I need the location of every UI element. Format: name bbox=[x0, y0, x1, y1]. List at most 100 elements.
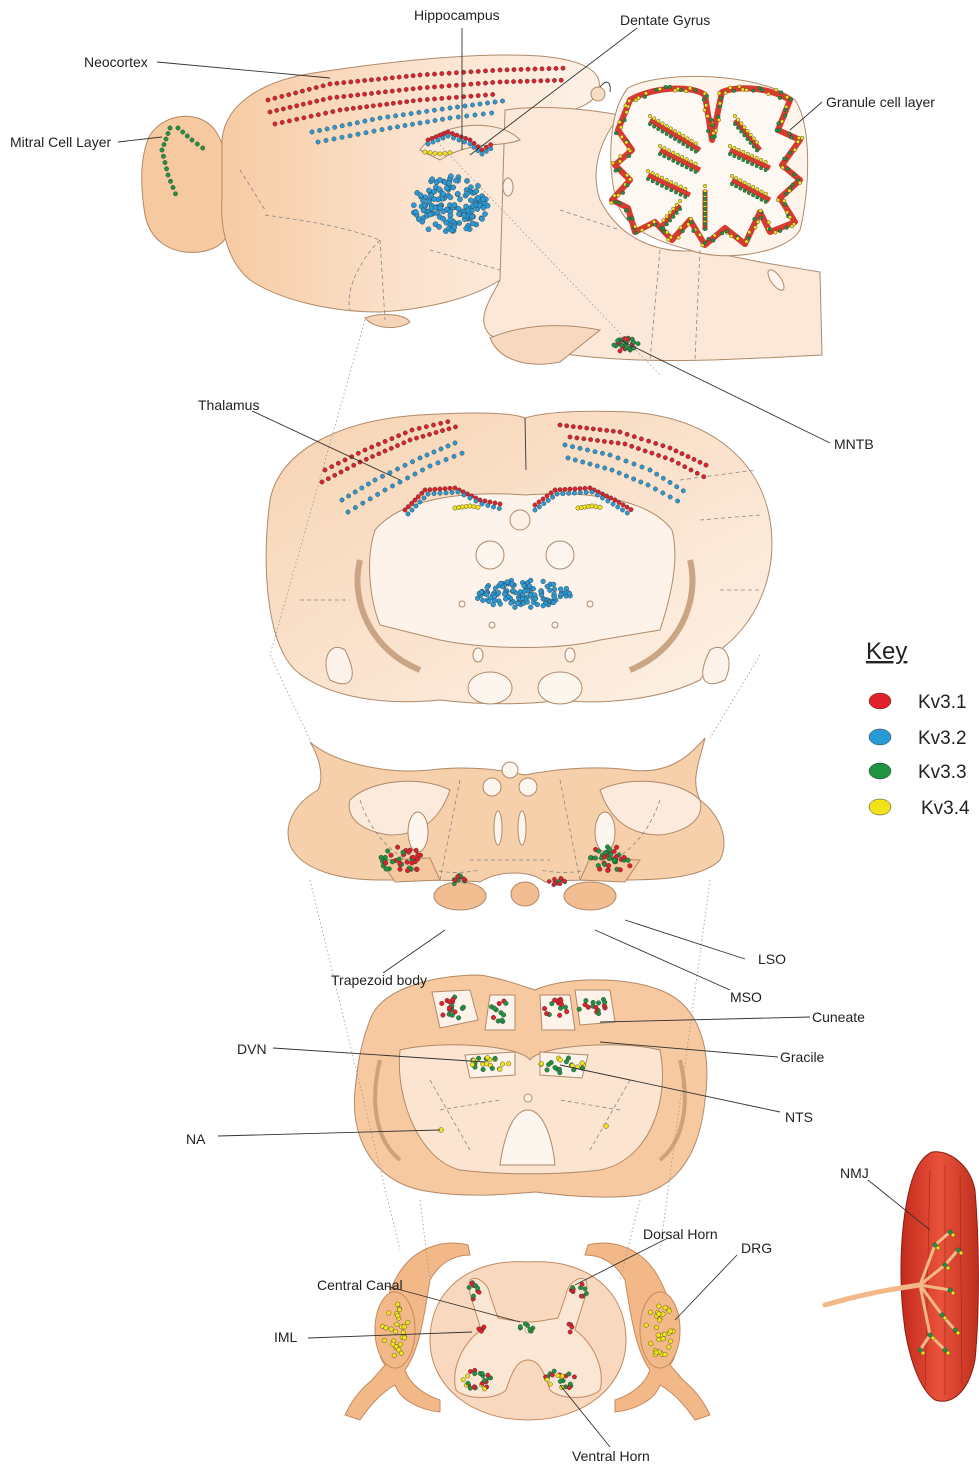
expression-dot bbox=[404, 87, 408, 91]
expression-dot bbox=[703, 202, 707, 206]
expression-dot bbox=[591, 427, 595, 431]
expression-dot bbox=[558, 423, 562, 427]
label-nmj: NMJ bbox=[840, 1165, 869, 1181]
expression-dot bbox=[391, 1342, 396, 1347]
label-hippocampus: Hippocampus bbox=[414, 7, 500, 23]
expression-dot bbox=[484, 149, 488, 153]
legend-label-kv3-4: Kv3.4 bbox=[921, 798, 970, 819]
expression-dot bbox=[433, 487, 437, 491]
label-lso: LSO bbox=[758, 951, 786, 967]
expression-dot bbox=[491, 80, 495, 84]
expression-dot bbox=[676, 153, 680, 157]
expression-dot bbox=[446, 134, 450, 138]
expression-dot bbox=[457, 197, 462, 202]
expression-dot bbox=[741, 88, 745, 92]
expression-dot bbox=[452, 225, 457, 230]
expression-dot bbox=[559, 78, 563, 82]
expression-dot bbox=[785, 95, 789, 99]
expression-dot bbox=[402, 1325, 407, 1330]
expression-dot bbox=[353, 490, 357, 494]
expression-dot bbox=[570, 1285, 574, 1289]
expression-dot bbox=[404, 74, 408, 78]
expression-dot bbox=[578, 446, 582, 450]
expression-dot bbox=[704, 104, 708, 108]
expression-dot bbox=[643, 95, 647, 99]
expression-dot bbox=[704, 463, 708, 467]
expression-dot bbox=[737, 156, 741, 160]
expression-dot bbox=[750, 162, 754, 166]
expression-dot bbox=[650, 451, 654, 455]
expression-dot bbox=[706, 129, 710, 133]
expression-dot bbox=[468, 198, 473, 203]
expression-dot bbox=[480, 148, 484, 152]
expression-dot bbox=[646, 439, 650, 443]
expression-dot bbox=[736, 118, 740, 122]
expression-dot bbox=[432, 450, 436, 454]
expression-dot bbox=[665, 215, 669, 219]
expression-dot bbox=[398, 480, 402, 484]
expression-dot bbox=[680, 163, 684, 167]
expression-dot bbox=[456, 490, 460, 494]
expression-dot bbox=[588, 855, 593, 860]
expression-dot bbox=[753, 217, 757, 221]
expression-dot bbox=[760, 198, 764, 202]
expression-dot bbox=[658, 152, 662, 156]
expression-dot bbox=[931, 1336, 935, 1340]
expression-dot bbox=[662, 230, 666, 234]
expression-dot bbox=[464, 178, 469, 183]
expression-dot bbox=[627, 99, 631, 103]
expression-dot bbox=[796, 140, 800, 144]
expression-dot bbox=[621, 503, 625, 507]
expression-dot bbox=[580, 1282, 584, 1286]
expression-dot bbox=[956, 1331, 960, 1335]
expression-dot bbox=[728, 152, 732, 156]
label-gracile: Gracile bbox=[780, 1049, 825, 1065]
expression-dot bbox=[665, 132, 669, 136]
expression-dot bbox=[455, 191, 460, 196]
expression-dot bbox=[583, 1287, 587, 1291]
expression-dot bbox=[490, 111, 494, 115]
expression-dot bbox=[522, 589, 527, 594]
expression-dot bbox=[431, 423, 435, 427]
expression-dot bbox=[789, 136, 793, 140]
expression-dot bbox=[672, 207, 676, 211]
expression-dot bbox=[552, 78, 556, 82]
expression-dot bbox=[746, 160, 750, 164]
expression-dot bbox=[545, 494, 549, 498]
label-dvn: DVN bbox=[237, 1041, 267, 1057]
expression-dot bbox=[652, 125, 656, 129]
expression-dot bbox=[590, 504, 594, 508]
expression-dot bbox=[759, 209, 763, 213]
expression-dot bbox=[774, 88, 778, 92]
expression-dot bbox=[703, 227, 707, 231]
expression-dot bbox=[185, 134, 189, 138]
expression-dot bbox=[626, 184, 630, 188]
expression-dot bbox=[600, 496, 604, 500]
expression-dot bbox=[633, 225, 637, 229]
expression-dot bbox=[624, 474, 628, 478]
expression-dot bbox=[675, 499, 679, 503]
expression-dot bbox=[648, 114, 652, 118]
expression-dot bbox=[390, 484, 394, 488]
expression-dot bbox=[370, 454, 374, 458]
expression-dot bbox=[675, 485, 679, 489]
expression-dot bbox=[705, 94, 709, 98]
expression-dot bbox=[390, 860, 395, 865]
label-neocortex: Neocortex bbox=[84, 54, 148, 70]
expression-dot bbox=[728, 86, 732, 90]
expression-dot bbox=[742, 150, 746, 154]
expression-dot bbox=[275, 108, 279, 112]
expression-dot bbox=[785, 211, 789, 215]
expression-dot bbox=[411, 87, 415, 91]
expression-dot bbox=[287, 119, 291, 123]
expression-dot bbox=[647, 224, 651, 228]
expression-dot bbox=[739, 179, 743, 183]
expression-dot bbox=[686, 137, 690, 141]
expression-dot bbox=[663, 1352, 668, 1357]
expression-dot bbox=[542, 1006, 547, 1011]
expression-dot bbox=[544, 1011, 549, 1016]
expression-dot bbox=[446, 420, 450, 424]
expression-dot bbox=[390, 76, 394, 80]
expression-dot bbox=[760, 88, 764, 92]
muscle-nmj bbox=[825, 1152, 978, 1401]
